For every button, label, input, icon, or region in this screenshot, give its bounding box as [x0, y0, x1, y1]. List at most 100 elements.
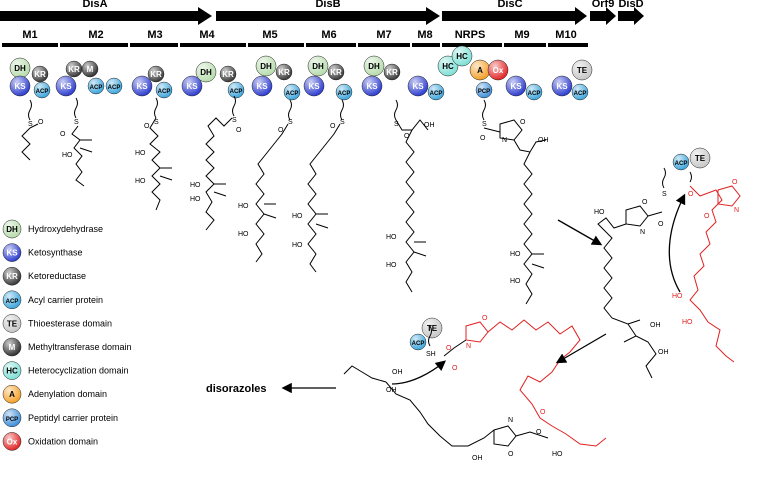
gene-arrows: DisA DisB DisC Orf9 DisD — [0, 0, 644, 25]
domain-acp: ACP — [571, 83, 589, 101]
domain-ks: KS — [551, 75, 573, 97]
module-label-m2: M2 — [88, 29, 103, 41]
gene-label-disd: DisD — [618, 0, 643, 10]
svg-text:KS: KS — [60, 82, 72, 91]
domain-ks: KS — [2, 243, 22, 262]
svg-text:KR: KR — [68, 65, 80, 74]
svg-text:KS: KS — [256, 82, 268, 91]
module-label-m8: M8 — [417, 29, 432, 41]
domain-te: TE — [571, 59, 593, 81]
svg-text:KR: KR — [222, 70, 234, 79]
atom-ho: HO — [552, 451, 563, 458]
domain-ks: KS — [361, 75, 383, 97]
domain-kr: KR — [31, 65, 49, 83]
domain-dh: DH — [255, 55, 277, 77]
legend-label: Peptidyl carrier protein — [28, 413, 118, 423]
atom-s: S — [394, 121, 399, 128]
svg-text:KS: KS — [186, 82, 198, 91]
svg-text:ACP: ACP — [574, 91, 587, 97]
svg-text:ACP: ACP — [338, 91, 351, 97]
legend-label: Methyltransferase domain — [28, 342, 132, 352]
atom-o: O — [658, 221, 664, 228]
atom-oh: OH — [424, 122, 435, 129]
module-bar-m8 — [412, 43, 440, 47]
atom-ho: HO — [238, 231, 249, 238]
domain-m: M — [2, 337, 22, 357]
legend-label: Heterocyclization domain — [28, 366, 129, 376]
svg-text:DH: DH — [312, 62, 324, 71]
legend-item-a: A Adenylation domain — [2, 384, 107, 404]
atom-oh: OH — [392, 369, 403, 376]
domain-acp: ACP — [525, 83, 543, 101]
atom-sh: SH — [426, 351, 436, 358]
svg-text:DH: DH — [368, 62, 380, 71]
svg-text:PCP: PCP — [6, 417, 18, 423]
svg-text:KS: KS — [308, 82, 320, 91]
domain-te: TE — [2, 314, 22, 333]
gene-label-orf9: Orf9 — [592, 0, 615, 10]
atom-o: O — [60, 131, 66, 138]
domain-te: TE — [689, 147, 711, 169]
svg-text:A: A — [9, 390, 15, 399]
atom-o: O — [704, 213, 710, 220]
atom-ho: HO — [135, 178, 146, 185]
module-label-m9: M9 — [514, 29, 529, 41]
chem-labels: S O S O HO S O HO HO S O HO HO S O HO HO… — [28, 117, 739, 462]
module-bar-m4 — [180, 43, 246, 47]
domain-te: TE — [421, 317, 443, 339]
module-bar-m9 — [504, 43, 546, 47]
gene-arrow-orf9 — [590, 7, 616, 25]
atom-s: S — [288, 119, 293, 126]
domain-a: A — [469, 59, 491, 81]
domain-dh: DH — [363, 55, 385, 77]
legend-label: Adenylation domain — [28, 389, 107, 399]
module-bar-m1 — [2, 43, 58, 47]
svg-text:TE: TE — [427, 324, 438, 333]
domain-pcp: PCP — [2, 408, 22, 428]
domain-ox: Ox — [2, 432, 22, 451]
legend-item-ox: Ox Oxidation domain — [2, 432, 98, 451]
svg-text:DH: DH — [6, 225, 18, 234]
atom-ho: HO — [238, 203, 249, 210]
gene-arrow-disd — [618, 7, 644, 25]
atom-ho: HO — [62, 152, 73, 159]
atom-ho: HO — [682, 319, 693, 326]
atom-s: S — [482, 121, 487, 128]
domain-ks: KS — [251, 75, 273, 97]
arrow-attack-lower — [391, 360, 446, 385]
atom-ho: HO — [292, 242, 303, 249]
atom-n: N — [640, 229, 645, 236]
svg-text:ACP: ACP — [230, 89, 243, 95]
atom-o: O — [536, 429, 542, 436]
legend-label: Oxidation domain — [28, 436, 98, 446]
domain-acp: ACP — [155, 81, 173, 99]
atom-oh: OH — [472, 455, 483, 462]
atom-s: S — [154, 119, 159, 126]
atom-n: N — [734, 207, 739, 214]
domain-dh: DH — [9, 57, 31, 79]
domain-dh: DH — [195, 61, 217, 83]
legend-item-m: M Methyltransferase domain — [2, 337, 132, 357]
svg-text:ACP: ACP — [528, 91, 541, 97]
domain-acp: ACP — [105, 77, 123, 95]
legend-label: Ketoreductase — [28, 271, 86, 281]
module-bar-m7 — [358, 43, 410, 47]
atom-ho: HO — [510, 278, 521, 285]
atom-o: O — [480, 135, 486, 142]
svg-text:HC: HC — [6, 367, 18, 376]
domain-ks: KS — [505, 75, 527, 97]
atom-o: O — [452, 365, 458, 372]
atom-oh: OH — [538, 137, 549, 144]
svg-text:ACP: ACP — [675, 161, 688, 167]
atom-n: N — [466, 343, 471, 350]
svg-text:KR: KR — [34, 70, 46, 79]
legend-item-hc: HC Heterocyclization domain — [2, 361, 129, 380]
legend-label: Ketosynthase — [28, 248, 83, 258]
legend-item-ks: KS Ketosynthase — [2, 243, 83, 262]
svg-text:KR: KR — [150, 70, 162, 79]
atom-ho: HO — [386, 234, 397, 241]
